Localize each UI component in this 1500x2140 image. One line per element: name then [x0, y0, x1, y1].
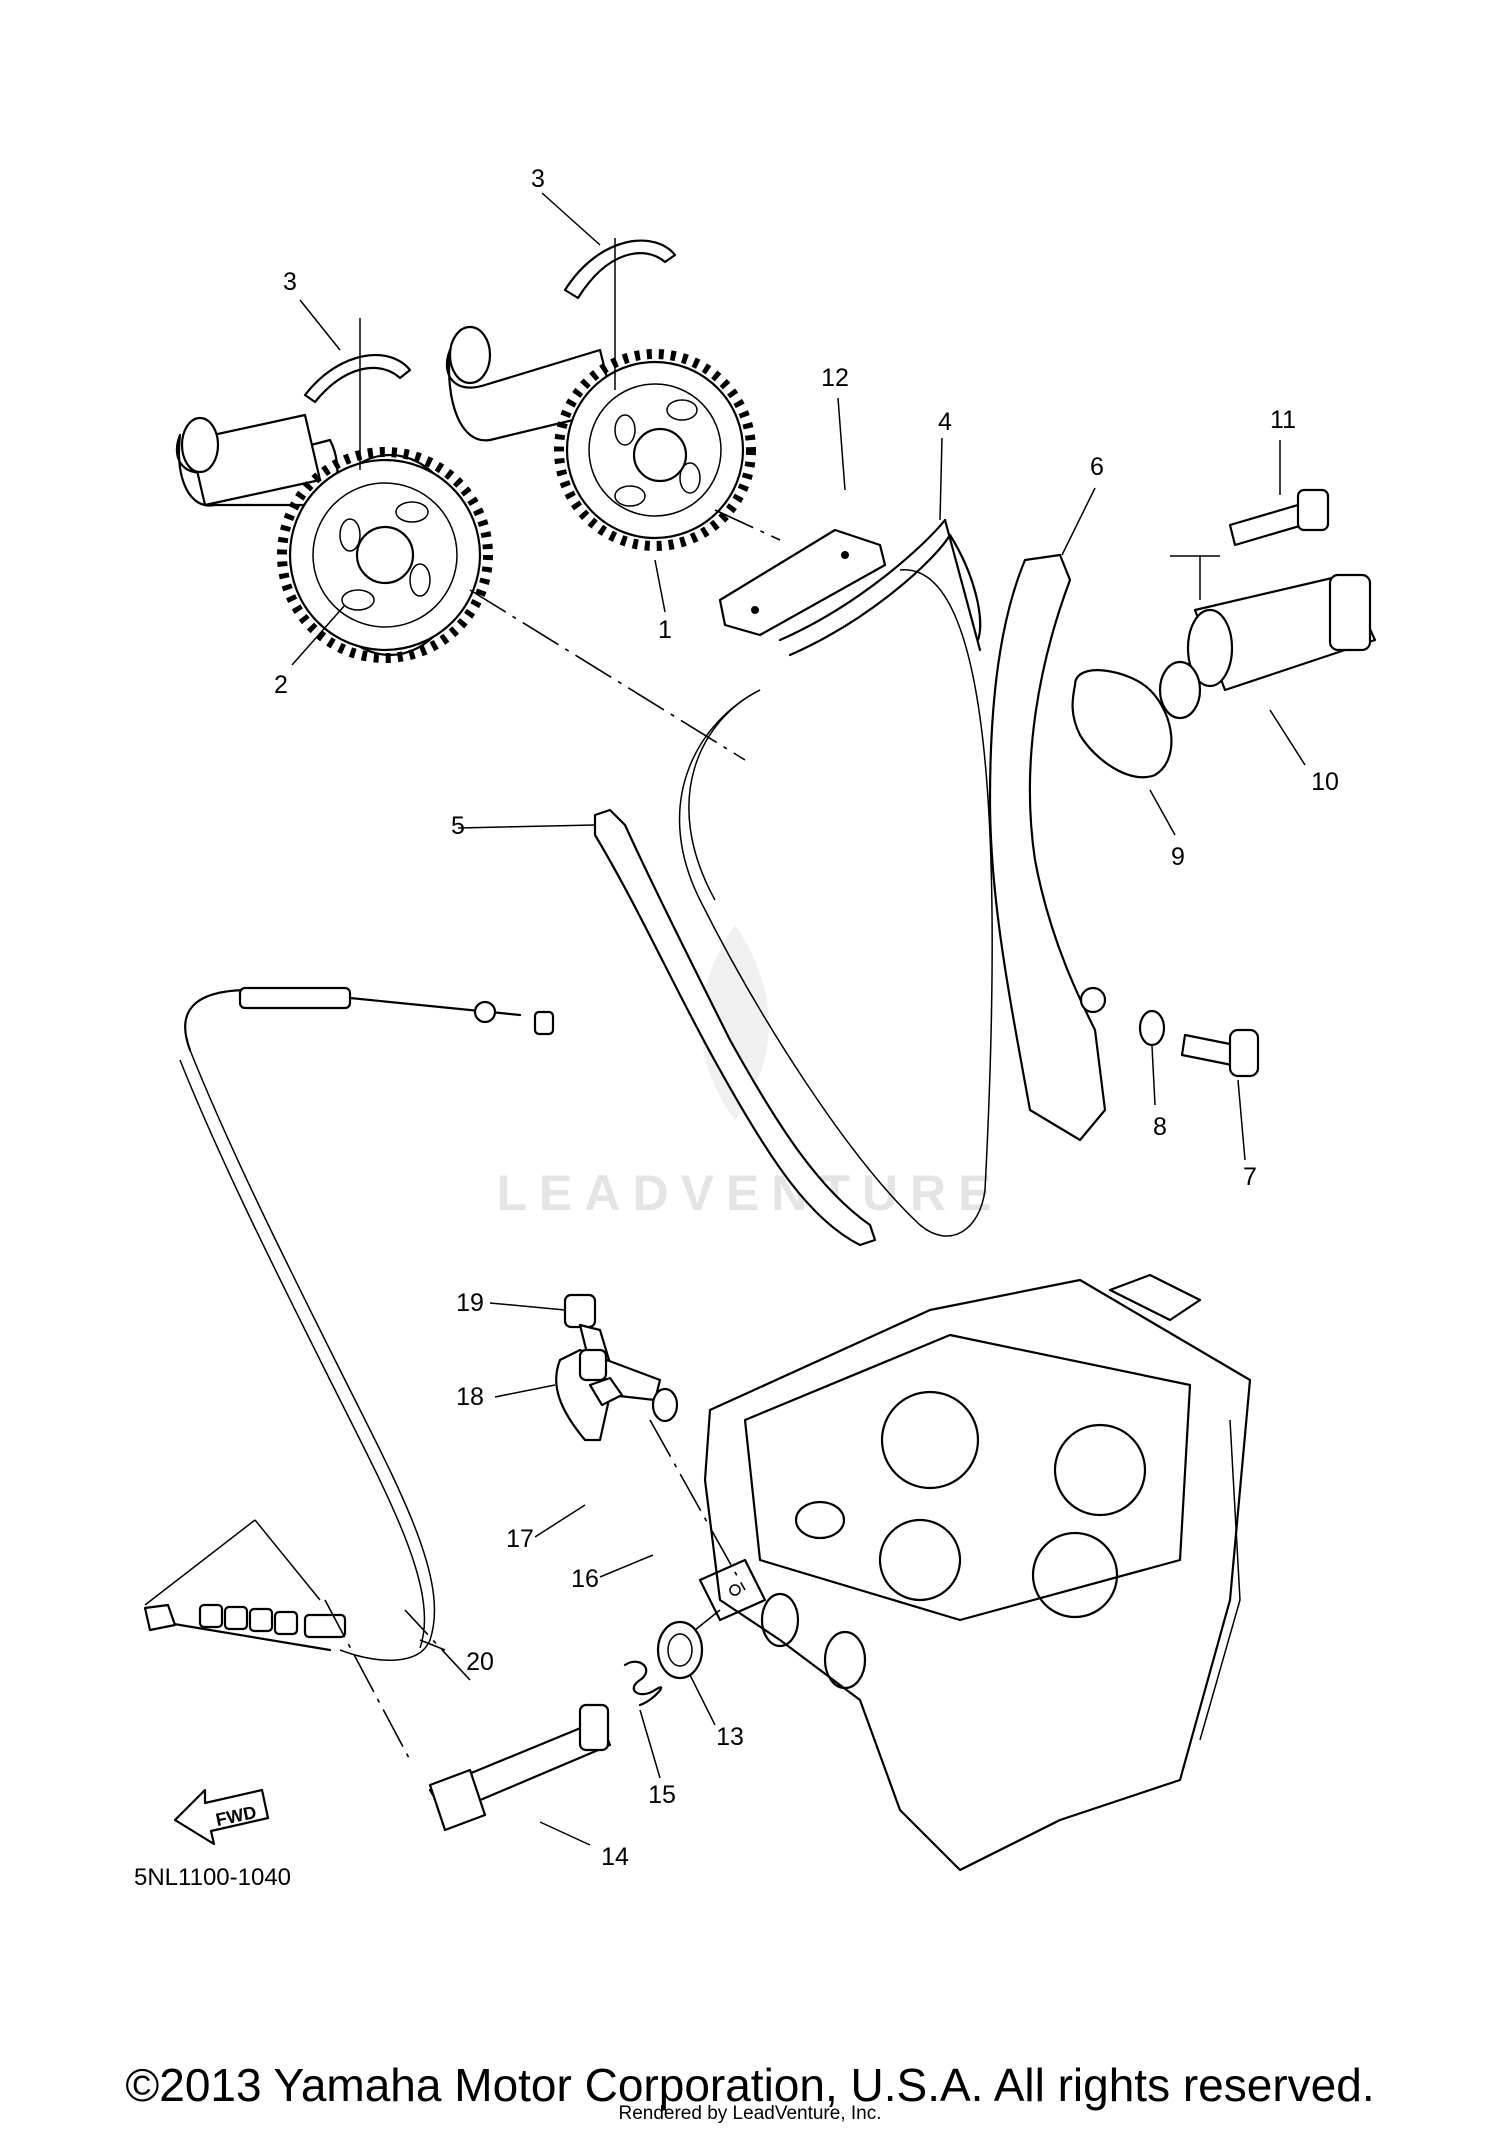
part-13-oil-seal: [656, 1620, 704, 1680]
part-15-spring: [623, 1660, 663, 1707]
part-10-tensioner: [1158, 573, 1377, 720]
callout-8: 8: [1153, 1113, 1167, 1141]
callout-17: 17: [506, 1525, 534, 1553]
fwd-arrow-icon: FWD: [173, 1788, 270, 1846]
part-16-washer: [651, 1387, 679, 1423]
copyright-notice: ©2013 Yamaha Motor Corporation, U.S.A. A…: [125, 2059, 1375, 2111]
rendered-by-notice: Rendered by LeadVenture, Inc.: [618, 2103, 882, 2124]
part-3-clip-right: [563, 239, 677, 300]
part-1-camshaft-right: [445, 325, 756, 551]
callout-16: 16: [571, 1565, 599, 1593]
callout-1: 1: [658, 616, 672, 644]
callout-5: 5: [451, 812, 465, 840]
part-5-chain-guide: [593, 808, 877, 1247]
watermark: LEADVENTURE: [496, 925, 1003, 1221]
callout-19: 19: [456, 1289, 484, 1317]
drawing-code: 5NL1100-1040: [134, 1864, 291, 1891]
leader-lines: [291, 192, 1306, 1846]
callout-9: 9: [1171, 843, 1185, 871]
callout-3-right: 3: [531, 165, 545, 193]
callout-11: 11: [1270, 406, 1296, 434]
part-4-cam-chain: [678, 518, 993, 1237]
callout-6: 6: [1090, 453, 1104, 481]
part-6-pivot: [1079, 986, 1107, 1014]
part-7-bolt-head: [1228, 1028, 1260, 1078]
part-7-bolt: [1180, 1033, 1237, 1067]
callout-18: 18: [456, 1383, 484, 1411]
callout-12: 12: [821, 364, 849, 392]
part-11-bolt-head: [1296, 488, 1330, 532]
watermark-text: LEADVENTURE: [496, 1165, 1003, 1221]
cylinder-head: [698, 1273, 1252, 1872]
part-6-tensioner-guide: [988, 553, 1107, 1142]
part-13-oil-seal-inner: [667, 1633, 693, 1667]
part-20-cable: [143, 986, 555, 1661]
part-17-bolt-head: [578, 1348, 608, 1382]
part-3-clip-left: [303, 353, 412, 404]
assembly-lines: [144, 238, 1220, 1761]
callout-15: 15: [648, 1781, 676, 1809]
callout-10: 10: [1311, 768, 1339, 796]
callout-3-left: 3: [283, 268, 297, 296]
callout-20: 20: [466, 1648, 494, 1676]
callout-14: 14: [601, 1843, 629, 1871]
part-8-washer: [1138, 1009, 1166, 1047]
part-14-shaft-end: [578, 1703, 610, 1752]
callout-4: 4: [938, 408, 952, 436]
callout-7: 7: [1243, 1163, 1257, 1191]
part-2-camshaft-left: [175, 413, 493, 663]
part-14-lever-arm: [428, 1768, 487, 1832]
callout-2: 2: [274, 671, 288, 699]
callout-13: 13: [716, 1723, 744, 1751]
part-12-chain-guide: [718, 528, 887, 637]
part-17-bolt: [588, 1376, 624, 1407]
callout-labels: 3 3 12 4 6 11 1 2 10 9 5 8 7 19 18 17 16…: [274, 165, 1339, 1871]
part-9-gasket: [1071, 669, 1173, 779]
part-19-bolt-head: [563, 1293, 597, 1329]
